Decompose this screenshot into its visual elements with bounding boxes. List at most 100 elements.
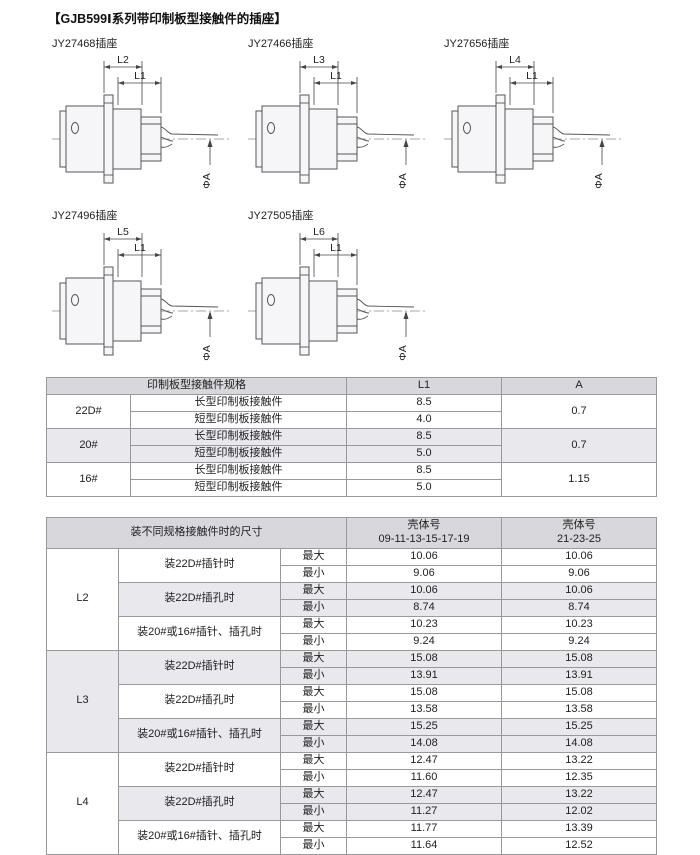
value-cell-shell-b: 14.08: [501, 734, 658, 753]
table-row: L2 装22D#插针时 最大 10.06 10.06: [46, 547, 658, 651]
minmax-cell: 最小: [279, 700, 348, 719]
table-row: 最小 14.08 14.08: [46, 734, 658, 753]
value-cell-shell-a: 11.27: [346, 802, 503, 821]
dim-group-cell: L2: [46, 547, 119, 651]
minmax-cell: 最小: [279, 802, 348, 821]
connector-drawing: L3 L1 ΦA: [247, 54, 427, 189]
dim-label-phi: ΦA: [593, 173, 605, 188]
table-row: 装22D#插孔时 最大 10.06 10.06: [46, 581, 658, 617]
connector-drawing: L2 L1 ΦA: [51, 54, 231, 189]
minmax-cell: 最大: [279, 615, 348, 634]
minmax-cell: 最大: [279, 717, 348, 736]
spec-header-cell: 印制板型接触件规格: [46, 377, 347, 395]
spec-a-cell: 0.7: [501, 394, 657, 429]
config-label-cell: 装22D#插孔时: [118, 683, 281, 719]
value-cell-shell-b: 15.25: [501, 717, 658, 736]
diagram-row-2: JY27496插座 L5 L1 ΦA JY27505插座 L6 L1 ΦA: [46, 199, 700, 371]
diagram-jy27468: JY27468插座 L2 L1 ΦA: [46, 27, 242, 199]
diagram-label: JY27656插座: [444, 38, 510, 50]
shell-b-header-cell: 壳体号 21-23-25: [501, 517, 658, 549]
value-cell-shell-b: 13.58: [501, 700, 658, 719]
value-cell-shell-a: 11.77: [346, 819, 503, 838]
dim-label-phi: ΦA: [201, 173, 213, 188]
config-label-cell: 装22D#插针时: [118, 751, 281, 787]
l1-header-cell: L1: [346, 377, 502, 395]
table-header-row: 装不同规格接触件时的尺寸 壳体号 09-11-13-15-17-19 壳体号 2…: [45, 517, 658, 549]
minmax-cell: 最大: [279, 819, 348, 838]
value-cell-shell-b: 9.06: [501, 564, 658, 583]
shell-a-header-cell: 壳体号 09-11-13-15-17-19: [346, 517, 503, 549]
config-label-cell: 装20#或16#插针、插孔时: [118, 819, 281, 855]
spec-size-cell: 16#: [46, 462, 131, 497]
dim-label-outer: L4: [509, 54, 521, 66]
value-cell-shell-a: 10.23: [346, 615, 503, 634]
minmax-cell: 最大: [279, 683, 348, 702]
spec-l1-cell: 8.5: [346, 428, 502, 446]
value-cell-shell-a: 15.08: [346, 649, 503, 668]
value-cell-shell-b: 10.06: [501, 547, 658, 566]
value-cell-shell-a: 11.64: [346, 836, 503, 855]
dimension-table: 装不同规格接触件时的尺寸 壳体号 09-11-13-15-17-19 壳体号 2…: [45, 517, 658, 855]
contact-spec-table: 印制板型接触件规格 L1 A 22D# 长型印制板接触件 8.5 0.7 短型印…: [46, 377, 657, 497]
value-cell-shell-a: 9.24: [346, 632, 503, 651]
spec-l1-cell: 8.5: [346, 462, 502, 480]
table-row: 最小 9.06 9.06: [47, 564, 658, 583]
minmax-cell: 最小: [279, 564, 348, 583]
spec-l1-cell: 8.5: [346, 394, 502, 412]
dim-group-cell: L4: [46, 751, 119, 855]
dim-label-inner: L1: [526, 70, 538, 82]
table-row: 装20#或16#插针、插孔时 最大 11.77 13.39: [47, 819, 658, 855]
value-cell-shell-a: 10.06: [346, 547, 503, 566]
value-cell-shell-b: 15.08: [501, 683, 658, 702]
value-cell-shell-b: 13.22: [501, 785, 658, 804]
minmax-cell: 最小: [279, 632, 348, 651]
dim-label-outer: L3: [313, 54, 325, 66]
shell-header-line: 21-23-25: [556, 532, 602, 545]
spec-size-cell: 22D#: [46, 394, 131, 429]
value-cell-shell-a: 13.58: [346, 700, 503, 719]
value-cell-shell-a: 8.74: [346, 598, 503, 617]
config-label-cell: 装20#或16#插针、插孔时: [118, 717, 281, 753]
connector-drawing: L5 L1 ΦA: [51, 226, 231, 361]
dim-label-phi: ΦA: [397, 173, 409, 188]
spec-type-cell: 长型印制板接触件: [130, 428, 347, 446]
value-cell-shell-a: 15.25: [346, 717, 503, 736]
minmax-cell: 最大: [279, 547, 348, 566]
value-cell-shell-a: 11.60: [346, 768, 503, 787]
table-row: 装20#或16#插针、插孔时 最大 10.23 10.23: [47, 615, 658, 651]
spec-l1-cell: 4.0: [346, 411, 502, 429]
value-cell-shell-b: 13.39: [501, 819, 658, 838]
dim-group-cell: L3: [46, 649, 119, 753]
value-cell-shell-b: 8.74: [501, 598, 658, 617]
value-cell-shell-b: 10.06: [501, 581, 658, 600]
minmax-cell: 最大: [279, 649, 348, 668]
diagram-jy27505: JY27505插座 L6 L1 ΦA: [242, 199, 438, 371]
diagram-jy27656: JY27656插座 L4 L1 ΦA: [438, 27, 634, 199]
value-cell-shell-b: 12.52: [501, 836, 658, 855]
a-header-cell: A: [501, 377, 657, 395]
dim-label-inner: L1: [330, 242, 342, 254]
minmax-cell: 最小: [279, 598, 348, 617]
connector-drawing: L4 L1 ΦA: [443, 54, 623, 189]
value-cell-shell-a: 12.47: [346, 785, 503, 804]
diagram-jy27466: JY27466插座 L3 L1 ΦA: [242, 27, 438, 199]
table-row: 22D# 长型印制板接触件 8.5 0.7: [46, 394, 657, 429]
value-cell-shell-b: 13.91: [501, 666, 658, 685]
diagram-row-1: JY27468插座 L2 L1 ΦA JY27466插座 L3 L1 ΦA JY…: [46, 27, 700, 199]
connector-drawing: L6 L1 ΦA: [247, 226, 427, 361]
diagram-jy27496: JY27496插座 L5 L1 ΦA: [46, 199, 242, 371]
value-cell-shell-b: 15.08: [501, 649, 658, 668]
shell-header-line: 壳体号: [562, 519, 596, 531]
table-header-row: 印制板型接触件规格 L1 A: [46, 377, 657, 395]
table-row: 装22D#插孔时 最大 15.08 15.08: [47, 683, 658, 719]
spec-type-cell: 短型印制板接触件: [130, 445, 347, 463]
value-cell-shell-a: 10.06: [346, 581, 503, 600]
table-row: 16# 长型印制板接触件 8.5 1.15: [46, 462, 657, 497]
diagram-label: JY27468插座: [52, 38, 118, 50]
minmax-cell: 最小: [279, 836, 348, 855]
minmax-cell: 最小: [279, 768, 348, 787]
value-cell-shell-b: 13.22: [501, 751, 658, 770]
spec-a-cell: 0.7: [501, 428, 657, 463]
dim-label-inner: L1: [134, 242, 146, 254]
dim-title-header-cell: 装不同规格接触件时的尺寸: [45, 517, 348, 549]
